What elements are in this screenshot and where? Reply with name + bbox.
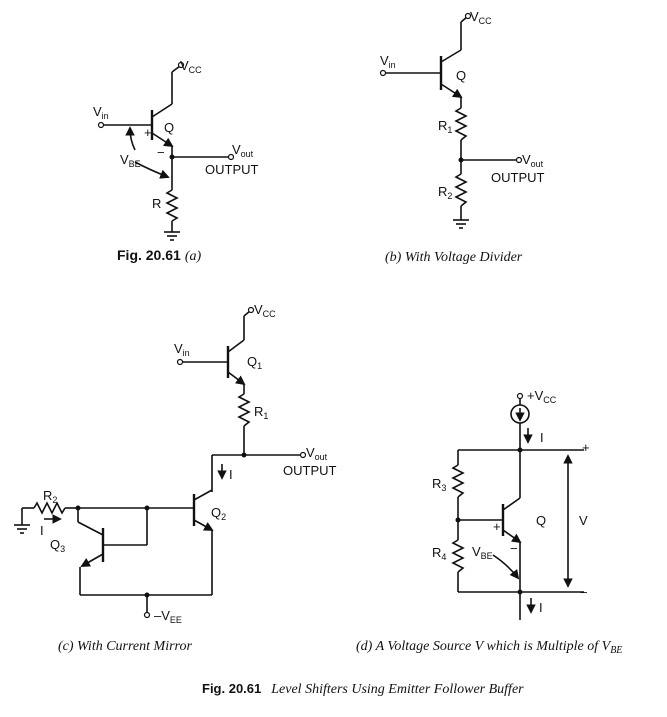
resistor-r4-d: [451, 539, 465, 573]
vcc-label-d: +VCC: [527, 388, 557, 405]
vin-terminal-b: [379, 69, 387, 77]
caption-b: (b) With Voltage Divider: [385, 250, 523, 265]
resistor-r2-b: [454, 173, 468, 207]
circuit-d: +VCC I + R3 Q V + R4 VBE − − I (d) A Vol…: [356, 388, 622, 656]
q-label-b: Q: [456, 68, 466, 83]
vin-label-b: Vin: [380, 53, 396, 70]
q-label-a: Q: [164, 120, 174, 135]
resistor-r3-d: [451, 464, 465, 498]
vout-label-b: Vout: [522, 152, 544, 169]
r1-label-c: R1: [254, 404, 268, 421]
vcc-label-b: VCC: [470, 9, 492, 26]
i-bottom-label-d: I: [539, 600, 543, 615]
current-label-c: I: [229, 467, 233, 482]
vcc-label-c: VCC: [254, 302, 276, 319]
vee-label-c: –VEE: [154, 608, 182, 625]
v-label-d: V: [579, 513, 588, 528]
circuit-a: VCC Vin + Q − Vout OUTPUT VBE R Fig. 20.…: [93, 58, 259, 264]
vout-label-c: Vout: [306, 445, 328, 462]
resistor-r1-c: [237, 393, 251, 427]
circuit-c: VCC Vin Q1 R1 Vout OUTPUT I R2 I Q2 Q3 –…: [14, 302, 337, 654]
vin-terminal-a: [97, 121, 105, 129]
vin-terminal-c: [176, 358, 184, 366]
vout-terminal-b: [515, 156, 523, 164]
vin-label-a: Vin: [93, 104, 109, 121]
vcc-terminal-b: [464, 12, 472, 20]
output-label-a: OUTPUT: [205, 162, 259, 177]
vin-label-c: Vin: [174, 341, 190, 358]
vee-terminal-c: [143, 611, 151, 619]
output-label-c: OUTPUT: [283, 463, 337, 478]
vcc-terminal-c: [247, 306, 255, 314]
vbe-label-d: VBE: [472, 544, 493, 561]
caption-c: (c) With Current Mirror: [58, 639, 192, 654]
vcc-terminal-d: [516, 392, 524, 400]
resistor-r1-b: [454, 107, 468, 141]
r3-label-d: R3: [432, 476, 446, 493]
q2-label-c: Q2: [211, 505, 226, 522]
q3-label-c: Q3: [50, 537, 65, 554]
vbe-label-a: VBE: [120, 152, 141, 169]
vout-terminal-c: [299, 451, 307, 459]
vout-terminal-a: [227, 153, 235, 161]
resistor-r-a: [165, 189, 179, 222]
resistor-r2-c: [33, 501, 66, 515]
r1-label-b: R1: [438, 118, 452, 135]
q1-label-c: Q1: [247, 354, 262, 371]
r-label-a: R: [152, 196, 161, 211]
output-label-b: OUTPUT: [491, 170, 545, 185]
i-top-label-d: I: [540, 430, 544, 445]
circuit-b: VCC Vin Q R1 Vout OUTPUT R2 (b) With Vol…: [379, 9, 545, 265]
r2-label-c: R2: [43, 488, 57, 505]
vout-label-a: Vout: [232, 142, 254, 159]
minus-label-a: −: [157, 145, 165, 160]
r2-label-b: R2: [438, 184, 452, 201]
i2-label-c: I: [40, 523, 44, 538]
plus-label-d: +: [493, 519, 501, 534]
vcc-terminal-a: [177, 61, 185, 69]
r4-label-d: R4: [432, 545, 446, 562]
caption-a: Fig. 20.61(a): [117, 247, 201, 264]
plus-label-a: +: [144, 125, 152, 140]
vcc-label-a: VCC: [180, 58, 202, 75]
minus-label-d: −: [510, 541, 518, 556]
minus-bottom-label-d: −: [580, 585, 588, 600]
q-label-d: Q: [536, 513, 546, 528]
caption-d: (d) A Voltage Source V which is Multiple…: [356, 639, 622, 656]
plus-top-label-d: +: [582, 440, 590, 455]
